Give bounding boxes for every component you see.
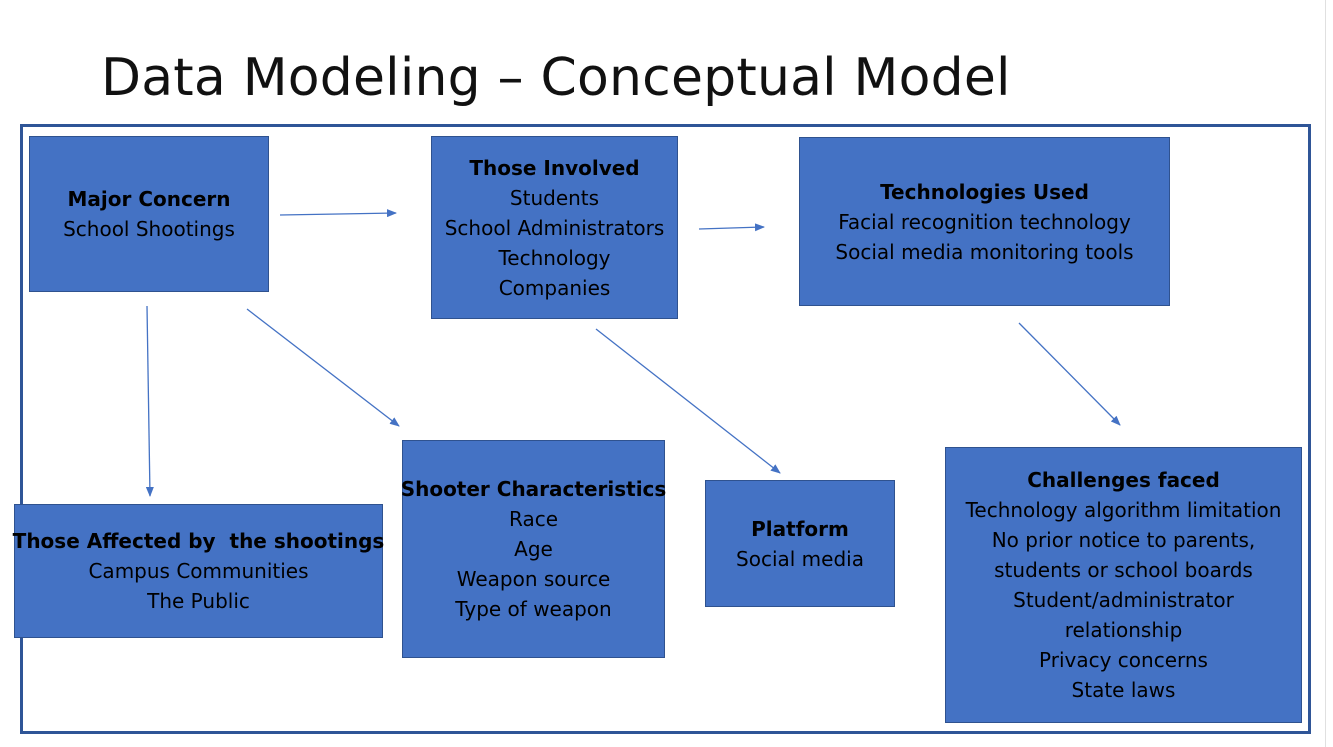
- box-title: Major Concern: [67, 187, 231, 211]
- arrow-concern-to-shooter: [246, 308, 400, 427]
- arrow-concern-to-involved: [279, 209, 397, 218]
- box-line: Students: [509, 185, 600, 210]
- box-title: Platform: [751, 516, 849, 541]
- arrow-technologies-to-challenges: [1018, 322, 1121, 426]
- box-line: Social media monitoring tools: [835, 239, 1134, 264]
- box-title: Shooter Characteristics: [400, 477, 667, 501]
- box-those-involved: Those Involved Students School Administr…: [431, 136, 678, 319]
- box-title: Technologies Used: [880, 179, 1089, 204]
- arrow-involved-to-platform: [595, 328, 781, 474]
- box-line: No prior notice to parents,: [991, 528, 1256, 552]
- slide-title: Data Modeling – Conceptual Model: [101, 48, 1011, 108]
- box-technologies-used: Technologies Used Facial recognition tec…: [799, 137, 1170, 306]
- arrow-involved-to-technologies: [698, 223, 765, 232]
- box-shooter-characteristics: Shooter Characteristics Race Age Weapon …: [400, 440, 667, 658]
- box-line: Weapon source: [456, 567, 611, 591]
- box-challenges-faced: Challenges faced Technology algorithm li…: [945, 447, 1302, 723]
- box-line: Type of weapon: [455, 597, 612, 621]
- box-line: Privacy concerns: [1039, 648, 1208, 672]
- box-major-concern: Major Concern School Shootings: [29, 136, 269, 292]
- diagram-frame: [20, 124, 1311, 734]
- box-line: Age: [514, 537, 553, 561]
- box-platform: Platform Social media: [705, 480, 895, 607]
- box-line: The Public: [147, 589, 250, 613]
- box-title: Those Involved: [469, 155, 640, 180]
- box-line: State laws: [1071, 678, 1176, 702]
- box-line: Social media: [736, 546, 864, 571]
- box-line: School Shootings: [63, 217, 235, 241]
- box-line: relationship: [1064, 618, 1183, 642]
- arrow-concern-to-affected: [145, 305, 154, 497]
- box-line: Technology: [498, 245, 611, 270]
- box-line: students or school boards: [994, 558, 1253, 582]
- slide-edge: [1325, 0, 1326, 747]
- box-line: Campus Communities: [88, 559, 309, 583]
- box-line: School Administrators: [444, 215, 665, 240]
- box-line: Technology algorithm limitation: [965, 498, 1282, 522]
- box-title: Challenges faced: [1027, 468, 1220, 492]
- box-line: Student/administrator: [1013, 588, 1234, 612]
- box-line: Facial recognition technology: [838, 209, 1131, 234]
- box-title: Those Affected by the shootings: [12, 529, 385, 553]
- box-line: Race: [508, 507, 558, 531]
- box-line: Companies: [498, 275, 611, 300]
- box-those-affected: Those Affected by the shootings Campus C…: [12, 504, 385, 638]
